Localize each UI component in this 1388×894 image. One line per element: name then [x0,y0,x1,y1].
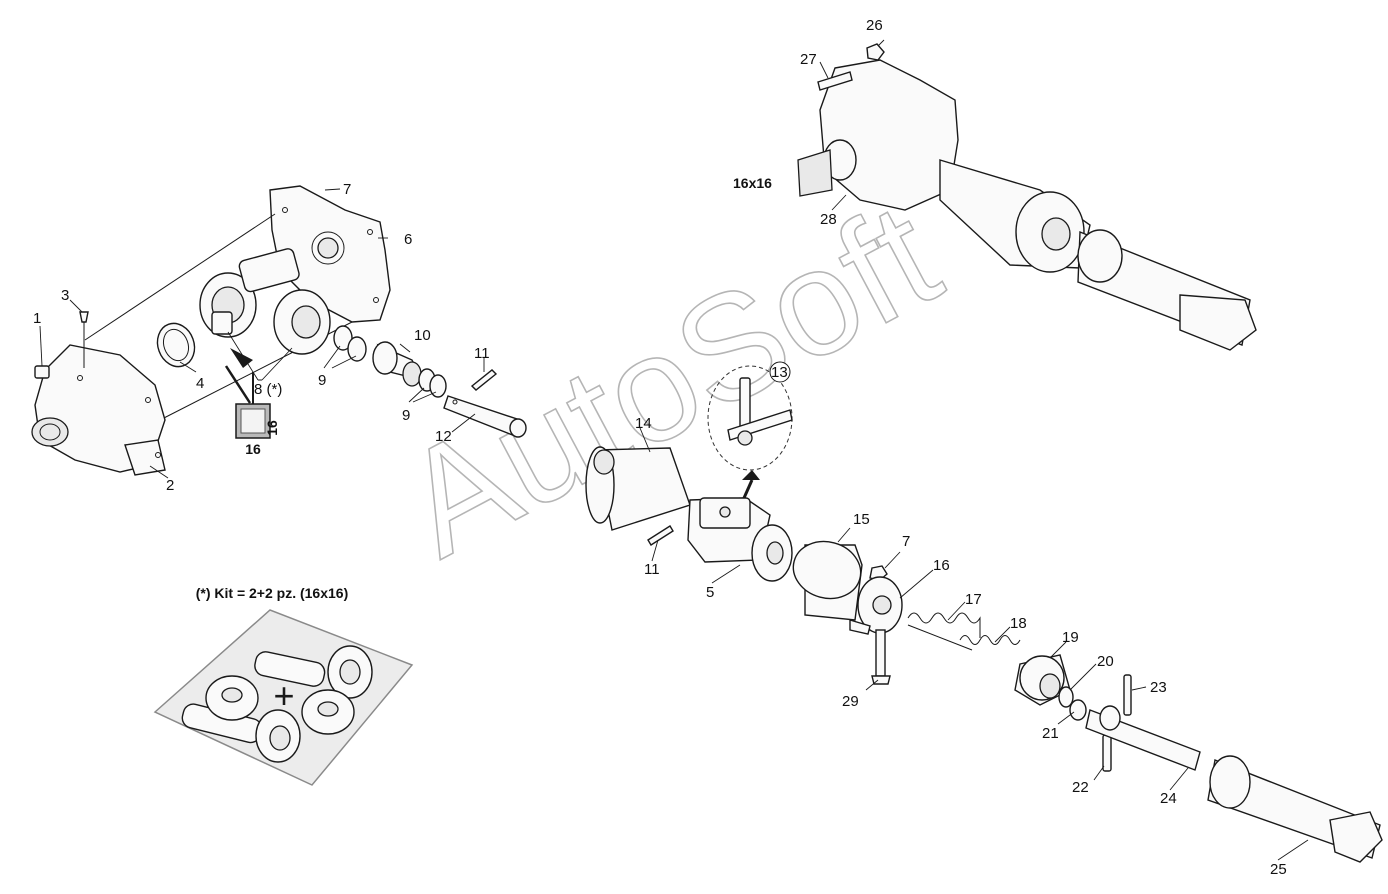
nut-26 [866,43,885,61]
profile-box: 16 16 [224,348,280,457]
cross-kit-13 [707,365,793,499]
label-1: 1 [33,310,41,327]
kit-title: (*) Kit = 2+2 pz. (16x16) [196,585,349,601]
label-28: 28 [820,211,837,228]
spring-18 [959,635,1021,645]
label-6: 6 [404,231,412,248]
label-15: 15 [853,511,870,528]
label-14: 14 [635,415,652,432]
plus-sign: + [273,675,294,716]
bushing-10 [372,341,424,387]
friction-disc-19 [1014,654,1071,706]
pin-23 [1123,674,1132,716]
label-7-lower: 7 [902,533,910,550]
profile-tube-25 [1207,755,1383,863]
clutch-hub-16 [849,576,903,635]
label-9-upper: 9 [318,372,326,389]
profile-bottom-label: 16 [245,441,261,457]
label-2: 2 [166,477,174,494]
gearbox-28 [797,59,959,211]
leader-lines [39,39,1309,861]
pin-22 [1102,734,1112,772]
spacer-rings-9-b [418,368,447,398]
yoke-5 [687,497,793,582]
ring-21 [1069,699,1087,721]
label-22: 22 [1072,779,1089,796]
profile-side-label: 16 [264,420,280,436]
circlip-20 [1058,686,1074,708]
label-5: 5 [706,584,714,601]
pin-11-lower [647,525,674,546]
part-labels: 1 2 3 4 5 6 7 7 8 (*) 9 9 10 11 11 12 13… [33,17,1287,878]
label-25: 25 [1270,861,1287,878]
label-19: 19 [1062,629,1079,646]
label-21: 21 [1042,725,1059,742]
label-7-upper: 7 [343,181,351,198]
label-17: 17 [965,591,982,608]
label-26: 26 [866,17,883,34]
label-9-lower: 9 [402,407,410,424]
shim-ring-4 [156,322,196,368]
bevel-gear-8-b [273,289,331,355]
guard-tube-upper [939,159,1257,351]
label-11-upper: 11 [474,345,490,362]
label-27: 27 [800,51,817,68]
kit-bag: + [153,609,414,786]
shaft-12 [443,395,527,438]
guard-15 [792,540,863,621]
tube-14 [585,446,691,531]
label-12: 12 [435,428,452,445]
label-24: 24 [1160,790,1177,807]
spacer-rings-9 [333,325,367,362]
label-29: 29 [842,693,859,710]
bolt-27 [817,71,853,91]
bevel-gear-8-a [199,248,300,338]
shaft-24 [1085,705,1201,771]
label-10: 10 [414,327,431,344]
label-18: 18 [1010,615,1027,632]
label-8: 8 (*) [254,381,282,398]
shaft-profile-label: 16x16 [733,175,772,191]
label-4: 4 [196,375,204,392]
bolt-29 [871,629,891,685]
label-3: 3 [61,287,69,304]
label-11-lower: 11 [644,561,660,578]
breather-3 [79,311,89,368]
label-23: 23 [1150,679,1167,696]
label-16: 16 [933,557,950,574]
pin-11-upper [470,369,498,391]
spring-17 [907,612,981,651]
label-13-circle [769,361,791,383]
plug-screw-1 [34,365,50,379]
label-20: 20 [1097,653,1114,670]
label-13: 13 [771,364,788,381]
gearbox-housing-2 [31,344,166,476]
